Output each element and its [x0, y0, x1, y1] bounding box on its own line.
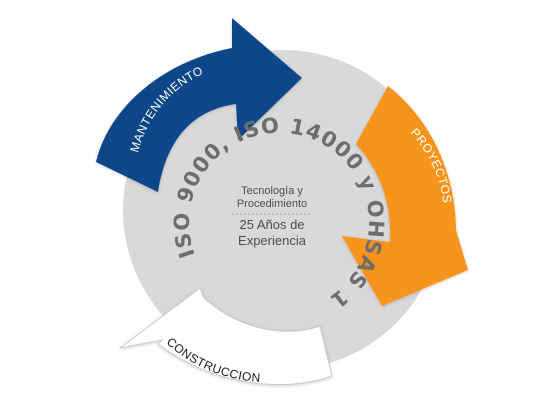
- center-disc: [123, 50, 443, 370]
- center-text: Tecnología y Procedimiento 25 Años de Ex…: [232, 185, 312, 248]
- stage-arrow-proyectos: [342, 86, 468, 306]
- center-line-3: 25 Años de: [239, 217, 304, 232]
- stage-arrow-construccion: [119, 287, 333, 386]
- center-line-1: Tecnología y: [241, 185, 303, 197]
- center-line-4: Experiencia: [238, 233, 307, 248]
- center-line-2: Procedimiento: [237, 198, 307, 210]
- stage-arrow-mantenimiento: [96, 18, 302, 192]
